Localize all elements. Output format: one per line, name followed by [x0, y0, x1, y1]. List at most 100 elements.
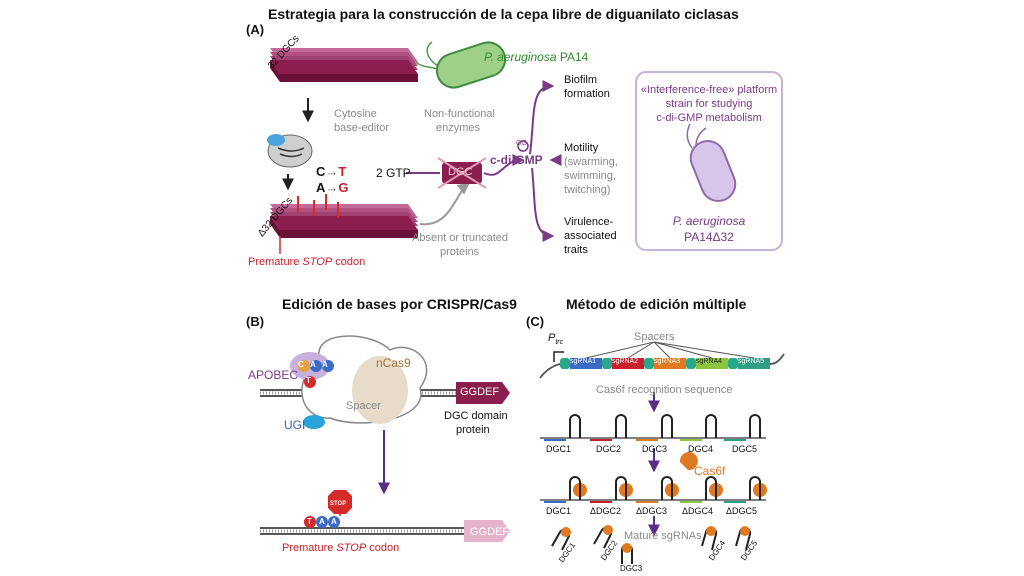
ggdef-box-faded: [464, 520, 510, 542]
premature-prefix-b: Premature: [282, 542, 337, 554]
cdigmp-label: c-di-GMP: [490, 153, 543, 167]
dgc5-b: ΔDGC5: [726, 506, 758, 516]
premature-suffix-b: codon: [366, 542, 400, 554]
premature-stop-label-a: Premature STOP codon: [248, 256, 365, 268]
motility-sub-2: swimming,: [564, 170, 616, 182]
absent-1: Absent or truncated: [412, 232, 509, 244]
cas6f-recognition-label: Cas6f recognition sequence: [596, 384, 733, 396]
base-t: T: [306, 376, 311, 385]
strain-bottom: PA14Δ32: [684, 230, 734, 244]
panel-c-label: (C): [526, 314, 545, 329]
premature-prefix: Premature: [248, 256, 303, 268]
base-bottom-a2: A: [331, 517, 337, 526]
cas6f-icon: [679, 452, 698, 471]
dgc-stack-top: [270, 48, 418, 82]
conv2-from: A: [316, 180, 326, 195]
virulence-3: traits: [564, 244, 588, 256]
dgc-domain-2: protein: [456, 424, 490, 436]
biofilm-2: formation: [564, 88, 610, 100]
promoter-label: Ptrc: [548, 332, 563, 346]
strain-bottom-org: P. aeruginosa: [672, 214, 746, 228]
base-a1: A: [310, 360, 316, 369]
panel-b-label: (B): [246, 314, 265, 329]
hairpin-row-2: [540, 476, 767, 503]
base-bottom-t: T: [307, 517, 312, 526]
panel-b-header: Edición de bases por CRISPR/Cas9: [282, 296, 517, 312]
virulence-1: Virulence-: [564, 216, 614, 228]
ugi-label: UGI: [284, 418, 306, 432]
base-bottom-a1: A: [319, 517, 325, 526]
bacterium-lavender-icon: [686, 123, 737, 202]
sgrna5: sgRNA5: [738, 358, 765, 365]
non-functional-1: Non-functional: [424, 108, 495, 120]
motility-sub-3: twitching): [564, 184, 611, 196]
base-editor-icon: [267, 134, 313, 168]
premature-stop-label-b: Premature STOP codon: [282, 542, 399, 554]
motility: Motility: [564, 142, 599, 154]
platform-line-3: c-di-GMP metabolism: [656, 112, 762, 124]
apobec-label: APOBEC: [248, 368, 299, 382]
dgc4-a: DGC4: [688, 444, 714, 454]
figure-title: Estrategia para la construcción de la ce…: [268, 6, 739, 22]
dgc-stack-bottom: [270, 194, 418, 254]
gtp-label: 2 GTP: [376, 166, 411, 180]
base-c: C: [298, 360, 304, 369]
panel-a-label: (A): [246, 22, 265, 37]
promoter-arrow: [553, 351, 564, 362]
ncas9-label: nCas9: [376, 356, 411, 370]
dgc3-b: ΔDGC3: [636, 506, 668, 516]
spacers-label: Spacers: [634, 331, 675, 343]
dgc4-b: ΔDGC4: [682, 506, 714, 516]
base-editor-label-1: Cytosine: [334, 108, 377, 120]
stop-sign-label: STOP: [330, 501, 347, 507]
hairpin-row-1: [540, 414, 766, 441]
dgc2-b: ΔDGC2: [590, 506, 622, 516]
sgrna4: sgRNA4: [696, 358, 723, 365]
dgc3-a: DGC3: [642, 444, 668, 454]
spacer-label: Spacer: [346, 400, 381, 412]
conv1-from: C: [316, 164, 326, 179]
conversion-1: C→T: [316, 164, 347, 179]
ncas9-lobe: [352, 356, 408, 424]
dgc1-a: DGC1: [546, 444, 572, 454]
dgc5-a: DGC5: [732, 444, 758, 454]
panel-a-diagram: [267, 41, 783, 254]
platform-line-2: strain for studying: [665, 98, 753, 110]
conv2-to: G: [338, 180, 349, 195]
panel-b-diagram: [260, 335, 510, 542]
ggdef-label-2: GGDEF: [470, 526, 510, 538]
absent-2: proteins: [440, 246, 480, 258]
crispr-array: [560, 358, 770, 369]
ugi-icon: [303, 415, 325, 429]
dgc-row-1-labels: DGC1 DGC2 DGC3 DGC4 DGC5: [546, 444, 786, 456]
sgrna-labels: sgRNA1 sgRNA2 sgRNA3 sgRNA4 sgRNA5: [570, 358, 780, 370]
dgc-label: DGC: [448, 166, 473, 178]
sgrna1: sgRNA1: [570, 358, 597, 365]
cas6f-label: Cas6f: [694, 464, 726, 478]
bacterium-icon: [415, 41, 507, 89]
strain-top: PA14: [559, 50, 589, 64]
base-editor-label-2: base-editor: [334, 122, 390, 134]
gg-badge: GG: [516, 140, 527, 147]
motility-sub-1: (swarming,: [564, 156, 618, 168]
premature-suffix: codon: [332, 256, 366, 268]
dgc2-a: DGC2: [596, 444, 622, 454]
base-a2: A: [322, 360, 328, 369]
dgc-node: [437, 157, 487, 189]
mature-sgrnas-label: Mature sgRNAs: [624, 530, 702, 542]
ggdef-box: [456, 382, 510, 404]
ggdef-label: GGDEF: [460, 386, 500, 398]
mature-sgrnas: [551, 525, 752, 564]
panel-c-header: Método de edición múltiple: [566, 296, 747, 312]
panel-c-diagram: [539, 341, 785, 564]
conv1-to: T: [338, 164, 347, 179]
promoter-p: P: [548, 332, 556, 344]
organism-name: P. aeruginosa: [484, 50, 557, 64]
biofilm-1: Biofilm: [564, 74, 598, 86]
dna-bottom: [260, 527, 470, 535]
non-functional-2: enzymes: [436, 122, 481, 134]
strain-top-label: P. aeruginosa PA14: [484, 50, 588, 64]
sgrna2: sgRNA2: [612, 358, 639, 365]
premature-stop: STOP: [302, 256, 333, 268]
premature-stop-b: STOP: [336, 542, 367, 554]
